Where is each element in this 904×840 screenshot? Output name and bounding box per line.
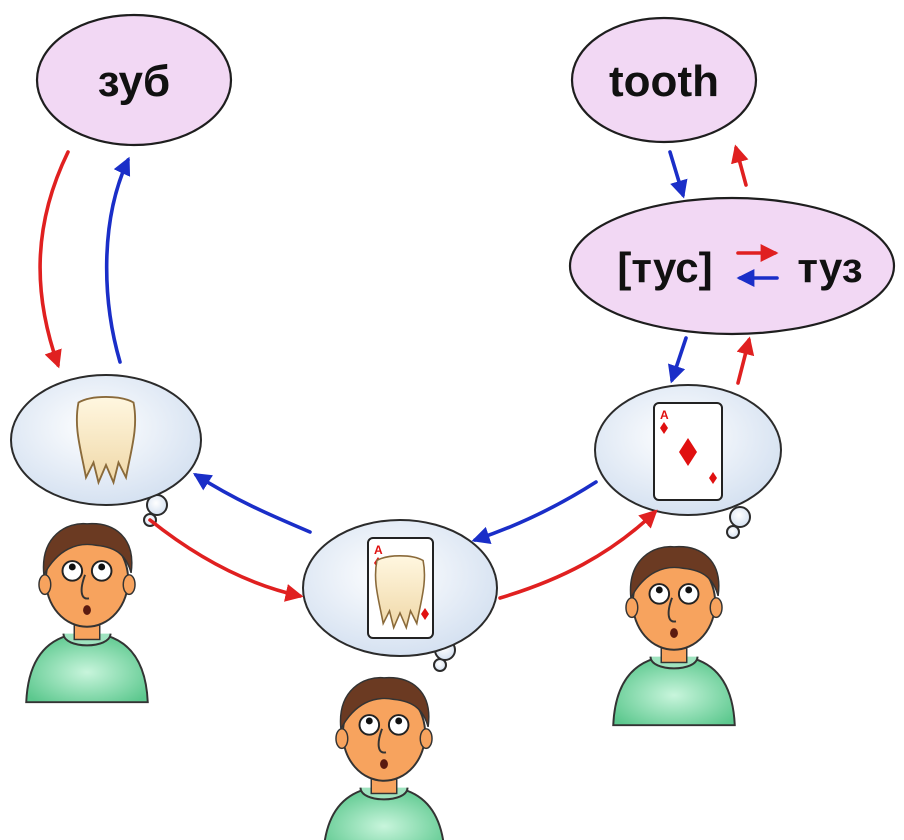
russian-word-node: зуб	[35, 13, 233, 147]
arrow-sound-to-ace-image	[668, 336, 688, 384]
card-rank-top: A	[374, 543, 383, 557]
ace-card-rank-top: A	[660, 408, 669, 422]
center-thought-bubble: A	[302, 519, 498, 672]
english-word-node: tooth	[570, 16, 758, 144]
arrow-tooth-image-to-russian	[104, 156, 131, 364]
thinking-person-right	[612, 545, 736, 727]
arrow-russian-to-tooth-image	[38, 150, 70, 369]
arrow-left-bubble-to-center	[148, 518, 304, 602]
ace-of-diamonds-card-icon: A	[653, 402, 723, 501]
thinking-person-center	[322, 676, 446, 840]
arrow-ace-image-to-sound	[736, 336, 755, 385]
sound-association-node: [тус] туз	[568, 196, 896, 336]
thinking-person-left	[25, 522, 149, 704]
right-thought-bubble: A	[594, 384, 782, 539]
similar-word-text: туз	[797, 244, 862, 291]
association-arrows	[38, 144, 755, 602]
russian-word-text: зуб	[98, 57, 170, 106]
arrow-sound-to-english	[731, 144, 749, 187]
sound-to-word-arrows-icon	[736, 244, 779, 287]
sound-text: [тус]	[617, 244, 712, 291]
arrow-english-to-sound	[668, 150, 688, 199]
english-word-text: tooth	[609, 57, 719, 106]
tooth-on-card-icon: A	[367, 537, 434, 639]
arrow-center-to-left-bubble	[192, 473, 312, 534]
arrow-center-to-right-bubble	[498, 509, 658, 600]
arrow-right-bubble-to-center	[471, 480, 598, 544]
left-thought-bubble	[10, 374, 202, 527]
